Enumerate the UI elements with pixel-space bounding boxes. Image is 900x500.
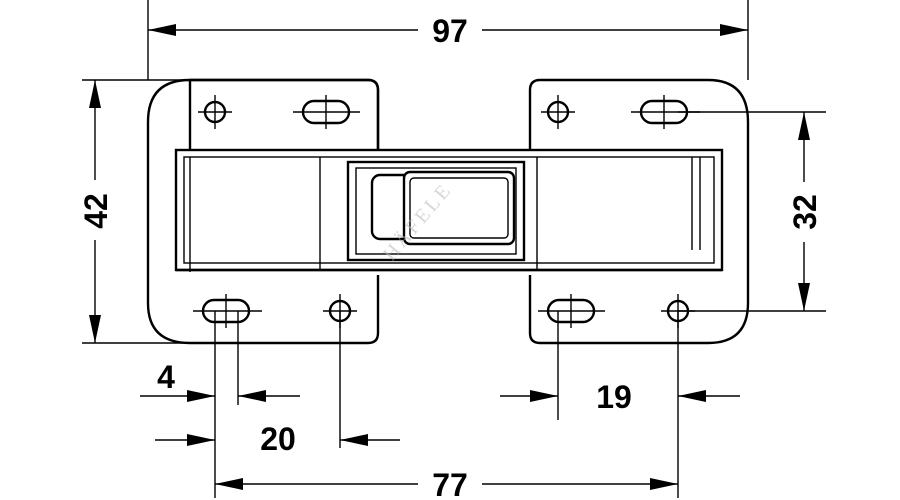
slot-hole-bottom-right: [538, 294, 605, 328]
dimension-label-20: 20: [260, 421, 296, 457]
dimension-label-32: 32: [787, 194, 823, 230]
left-mounting-plate: [146, 78, 380, 345]
round-hole-top-left: [198, 95, 232, 129]
dimension-77: 77: [215, 467, 678, 500]
dimension-label-4: 4: [157, 359, 175, 395]
dimension-19: 19: [500, 379, 740, 415]
dimension-4: 4: [140, 359, 300, 402]
dimension-20: 20: [155, 421, 400, 457]
dimension-label-42: 42: [78, 193, 114, 229]
dimension-label-19: 19: [596, 379, 632, 415]
dimension-32: 32: [787, 112, 823, 311]
dimension-97: 97: [148, 13, 748, 49]
hinge-body: [174, 148, 724, 272]
round-hole-top-right: [541, 95, 575, 129]
right-mounting-plate: [528, 78, 750, 345]
dimension-42: 42: [78, 80, 114, 343]
extension-lines: [82, 0, 826, 498]
slot-hole-bottom-left: [193, 294, 262, 328]
dimension-label-77: 77: [432, 467, 468, 500]
slot-hole-top-left: [293, 95, 360, 129]
dimension-label-97: 97: [432, 13, 468, 49]
